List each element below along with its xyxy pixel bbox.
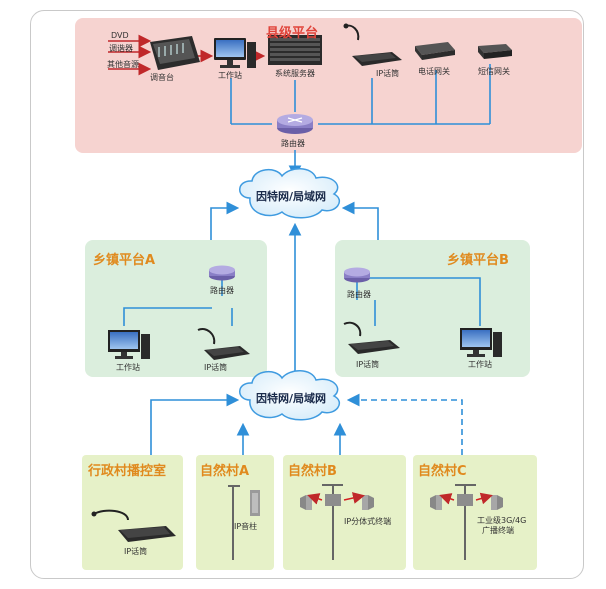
- county-ip-mic-device: [343, 23, 402, 66]
- county-ip-mic-label: IP话筒: [376, 69, 400, 78]
- top-network-label: 因特网/局域网: [256, 190, 327, 203]
- village-a-title: 自然村A: [200, 464, 250, 479]
- input-other-label: 其他音源: [107, 60, 139, 69]
- town-a-router-label: 路由器: [210, 286, 234, 295]
- village-links: [150, 393, 463, 455]
- phone-gateway-device: [415, 42, 455, 60]
- county-workstation-device: [214, 38, 256, 68]
- county-router-label: 路由器: [281, 139, 305, 148]
- town-a-workstation-device: [108, 330, 150, 359]
- town-a-workstation-label: 工作站: [116, 363, 140, 372]
- top-network-cloud: [239, 168, 340, 219]
- county-platform-panel: [75, 18, 582, 153]
- town-b-router-device: [344, 267, 370, 283]
- town-a-ip-mic-label: IP话筒: [204, 363, 228, 372]
- county-workstation-label: 工作站: [218, 71, 242, 80]
- split-terminal-device: [300, 484, 374, 560]
- village-c-title: 自然村C: [418, 464, 467, 479]
- village-b-title: 自然村B: [288, 464, 337, 479]
- village-admin-device-label: IP话筒: [124, 547, 148, 556]
- town-a-title: 乡镇平台A: [93, 253, 156, 268]
- input-dvd-label: DVD: [111, 31, 129, 40]
- town-b-lines: [356, 277, 481, 326]
- town-a-router-device: [209, 265, 235, 281]
- bottom-network-label: 因特网/局域网: [256, 392, 327, 405]
- town-b-ip-mic-label: IP话筒: [356, 360, 380, 369]
- county-network-lines: [230, 64, 491, 179]
- village-c-device-label-1: 工业级3G/4G: [477, 516, 527, 525]
- town-a-lines: [123, 278, 233, 326]
- town-b-workstation-device: [460, 328, 502, 357]
- sms-gateway-label: 短信网关: [478, 67, 510, 76]
- mixer-label: 调音台: [150, 73, 174, 82]
- village-c-panel: [413, 455, 537, 570]
- village-a-device-label: IP音柱: [234, 522, 258, 531]
- village-b-panel: [283, 455, 406, 570]
- county-router-device: [277, 114, 313, 134]
- county-title: 县级平台: [266, 26, 319, 41]
- village-admin-title: 行政村播控室: [88, 464, 167, 479]
- cellular-terminal-device: [430, 484, 503, 560]
- village-a-panel: [196, 455, 274, 570]
- town-b-ip-mic-device: [343, 321, 400, 354]
- village-c-device-label-2: 广播终端: [482, 526, 514, 535]
- village-admin-ip-mic-device: [91, 509, 176, 542]
- server-label: 系统服务器: [275, 69, 315, 78]
- ip-column-speaker-device: [228, 485, 260, 560]
- top-cloud-links: [210, 201, 379, 380]
- town-a-ip-mic-device: [197, 328, 250, 360]
- input-tuner-label: 调谐器: [109, 44, 133, 53]
- bottom-network-cloud: [239, 370, 340, 421]
- sms-gateway-device: [478, 44, 512, 59]
- town-b-workstation-label: 工作站: [468, 360, 492, 369]
- town-b-title: 乡镇平台B: [447, 253, 509, 268]
- phone-gateway-label: 电话网关: [418, 67, 450, 76]
- town-b-router-label: 路由器: [347, 290, 371, 299]
- mixer-device: [150, 36, 200, 70]
- system-server-device: [268, 35, 322, 65]
- village-b-device-label: IP分体式终端: [344, 517, 392, 526]
